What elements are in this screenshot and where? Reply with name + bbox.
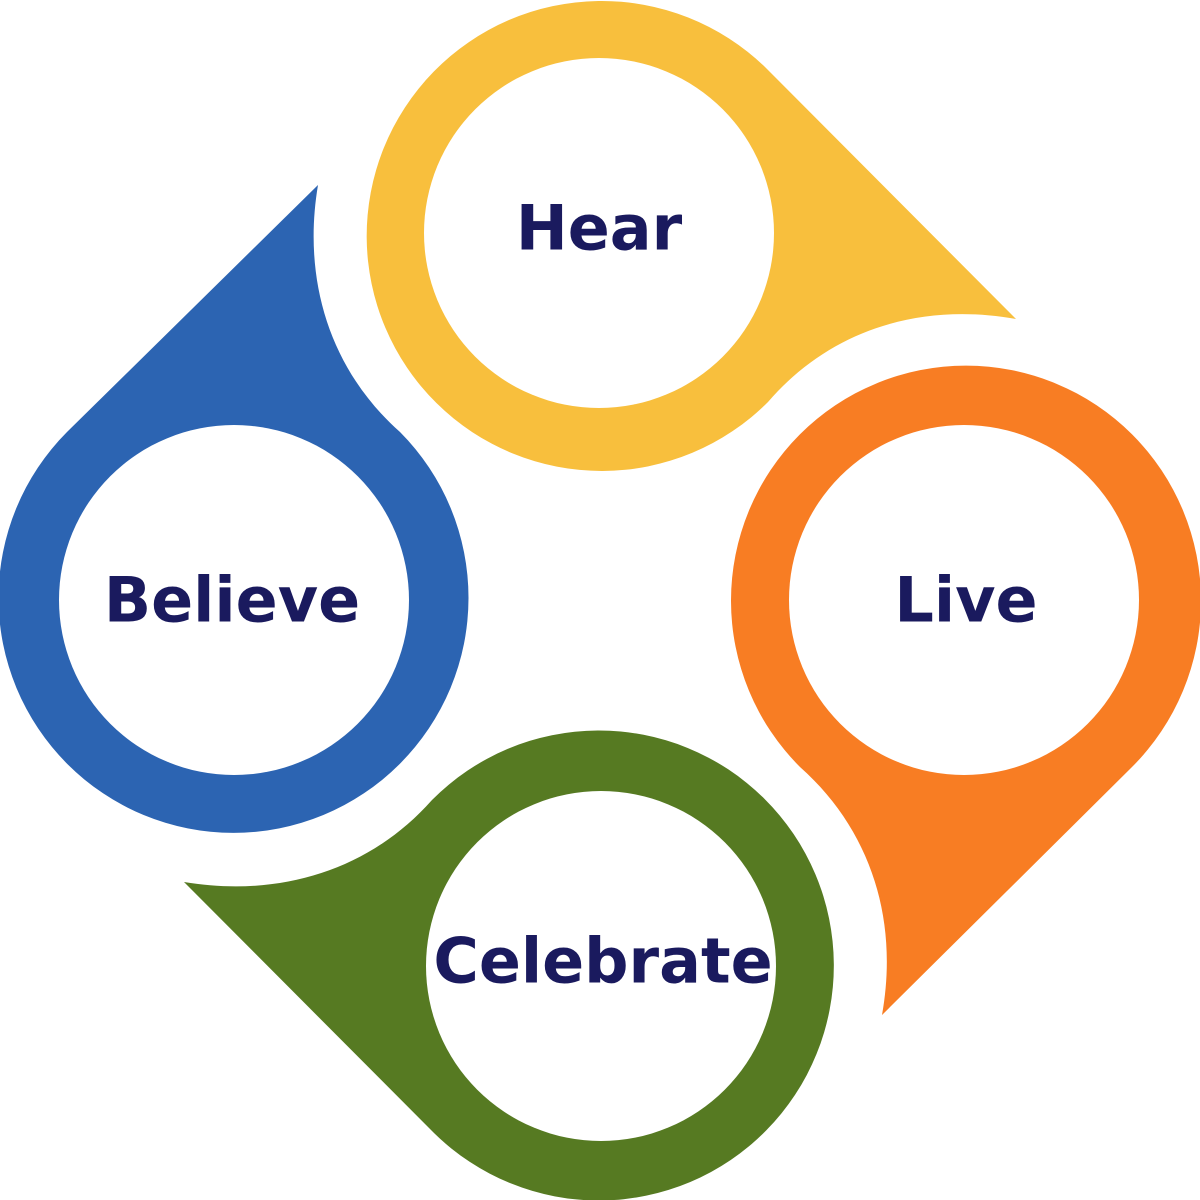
node-believe: Believe bbox=[0, 185, 469, 833]
believe-inner-circle bbox=[59, 425, 409, 775]
hear-label: Hear bbox=[516, 192, 683, 265]
celebrate-inner-circle bbox=[426, 791, 776, 1141]
live-label: Live bbox=[894, 564, 1037, 637]
live-inner-circle bbox=[789, 425, 1139, 775]
celebrate-label: Celebrate bbox=[433, 925, 772, 998]
hear-inner-circle bbox=[424, 58, 774, 408]
node-live: Live bbox=[731, 365, 1200, 1015]
node-celebrate: Celebrate bbox=[184, 730, 834, 1200]
node-hear: Hear bbox=[366, 0, 1017, 471]
believe-label: Believe bbox=[104, 564, 360, 637]
